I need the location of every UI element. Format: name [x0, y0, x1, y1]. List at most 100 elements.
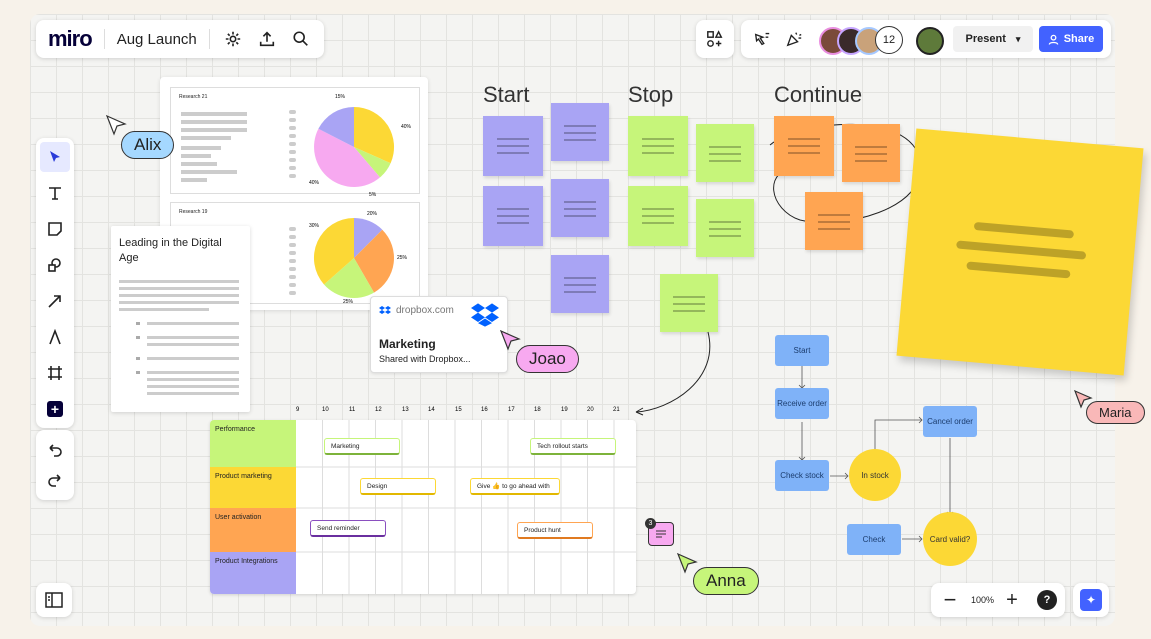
document-title: Leading in the Digital Age	[119, 237, 222, 264]
sticky-note[interactable]	[551, 103, 609, 161]
text-line	[147, 392, 239, 395]
research-document[interactable]: Research 21 15% 40% 40% 5% Research 19	[160, 77, 428, 310]
settings-icon[interactable]	[222, 28, 244, 50]
connector-tool-icon[interactable]	[40, 286, 70, 316]
timeline-card[interactable]: Send reminder	[310, 520, 386, 537]
collaborator-count[interactable]: 12	[875, 26, 903, 54]
redo-icon[interactable]	[44, 469, 66, 491]
column-title-stop: Stop	[628, 82, 674, 107]
research-card: Research 21 15% 40% 40% 5%	[170, 87, 420, 198]
bullet-column	[289, 227, 296, 295]
pie-label: 15%	[335, 94, 346, 100]
timeline-grid	[296, 420, 636, 594]
celebrate-icon[interactable]	[783, 28, 805, 50]
bullet	[136, 357, 140, 360]
board-name[interactable]: Aug Launch	[116, 30, 197, 48]
text-line	[181, 162, 217, 166]
hour-label: 19	[561, 407, 568, 413]
flow-node-card-valid[interactable]: Card valid?	[923, 512, 977, 566]
sticky-note[interactable]	[774, 116, 834, 176]
flow-node-check-stock[interactable]: Check stock	[775, 460, 829, 491]
text-line	[119, 280, 239, 283]
sticky-note[interactable]	[696, 124, 754, 182]
timeline-card[interactable]: Product hunt	[517, 522, 593, 539]
flow-node-in-stock[interactable]: In stock	[849, 449, 901, 501]
timeline-card[interactable]: Marketing	[324, 438, 400, 455]
add-icon[interactable]: +	[40, 394, 70, 424]
dropbox-card[interactable]: dropbox.com Marketing Shared with Dropbo…	[370, 296, 508, 373]
comment-icon[interactable]	[648, 522, 674, 546]
top-toolbar: miro Aug Launch	[36, 20, 324, 58]
bullet-column	[289, 110, 296, 178]
text-line	[181, 120, 247, 124]
share-button[interactable]: Share	[1039, 26, 1103, 52]
sticky-note[interactable]	[628, 116, 688, 176]
pie-chart	[313, 217, 394, 298]
timeline-row-label: Product marketing	[210, 467, 296, 508]
text-line	[119, 301, 239, 304]
text-line	[181, 154, 211, 158]
timeline-row-label: Product Integrations	[210, 552, 296, 594]
present-button[interactable]: Present▾	[953, 26, 1033, 52]
hour-label: 12	[375, 407, 382, 413]
sticky-note[interactable]	[483, 186, 543, 246]
pie-label: 40%	[309, 180, 320, 186]
column-title-continue: Continue	[774, 82, 863, 107]
text-line	[147, 322, 239, 325]
document-card[interactable]: Leading in the Digital Age	[111, 226, 250, 412]
search-icon[interactable]	[290, 28, 312, 50]
cursor-pointer-icon	[106, 115, 127, 136]
sticky-note[interactable]	[805, 192, 863, 250]
text-line	[147, 378, 239, 381]
dropbox-title: Marketing	[379, 337, 436, 351]
flow-node-check[interactable]: Check	[847, 524, 901, 555]
text-line	[119, 287, 239, 290]
hour-label: 9	[296, 407, 300, 413]
sticky-note[interactable]	[842, 124, 900, 182]
cursor-pointer-icon	[677, 553, 698, 574]
timeline-card[interactable]: Design	[360, 478, 436, 495]
shapes-icon	[707, 30, 723, 47]
reactions-icon[interactable]	[751, 28, 773, 50]
ai-assist-button[interactable]: ✦	[1073, 583, 1109, 617]
sticky-note[interactable]	[660, 274, 718, 332]
sticky-note[interactable]	[696, 199, 754, 257]
pen-tool-icon[interactable]	[40, 322, 70, 352]
zoom-in-button[interactable]: +	[1006, 588, 1018, 611]
dropbox-small-icon	[379, 306, 391, 314]
flow-node-receive-order[interactable]: Receive order	[775, 388, 829, 419]
text-line	[181, 178, 207, 182]
bullet	[136, 336, 140, 339]
timeline-hours: 9 10 11 12 13 14 15 16 17 18 19 20 21	[296, 407, 636, 417]
sticky-note-tool-icon[interactable]	[40, 214, 70, 244]
undo-icon[interactable]	[44, 439, 66, 461]
panel-toggle-button[interactable]	[36, 583, 72, 617]
frame-tool-icon[interactable]	[40, 358, 70, 388]
apps-button[interactable]	[696, 20, 734, 58]
sticky-note[interactable]	[551, 179, 609, 237]
pie-label: 25%	[343, 299, 354, 305]
cursor-label-joao: Joao	[516, 345, 579, 373]
zoom-level[interactable]: 100%	[971, 595, 995, 605]
sticky-note[interactable]	[628, 186, 688, 246]
miro-logo[interactable]: miro	[48, 26, 93, 51]
cursor-label-maria: Maria	[1086, 401, 1145, 424]
text-tool-icon[interactable]	[40, 178, 70, 208]
text-line	[119, 294, 239, 297]
sticky-note[interactable]	[551, 255, 609, 313]
zoom-out-button[interactable]: −	[943, 587, 957, 612]
upload-icon[interactable]	[256, 28, 278, 50]
flow-node-start[interactable]: Start	[775, 335, 829, 366]
pie-label: 40%	[401, 124, 412, 130]
flow-node-cancel-order[interactable]: Cancel order	[923, 406, 977, 437]
select-tool-icon[interactable]	[40, 142, 70, 172]
sticky-note[interactable]	[483, 116, 543, 176]
bullet	[136, 322, 140, 325]
shapes-tool-icon[interactable]	[40, 250, 70, 280]
timeline-card[interactable]: Give 👍 to go ahead with	[470, 478, 560, 495]
help-icon[interactable]: ?	[1037, 590, 1057, 610]
timeline-card[interactable]: Tech rollout starts	[530, 438, 616, 455]
avatar[interactable]	[916, 27, 944, 55]
timeline-board[interactable]: Performance Product marketing User activ…	[210, 420, 636, 594]
divider	[103, 29, 105, 49]
